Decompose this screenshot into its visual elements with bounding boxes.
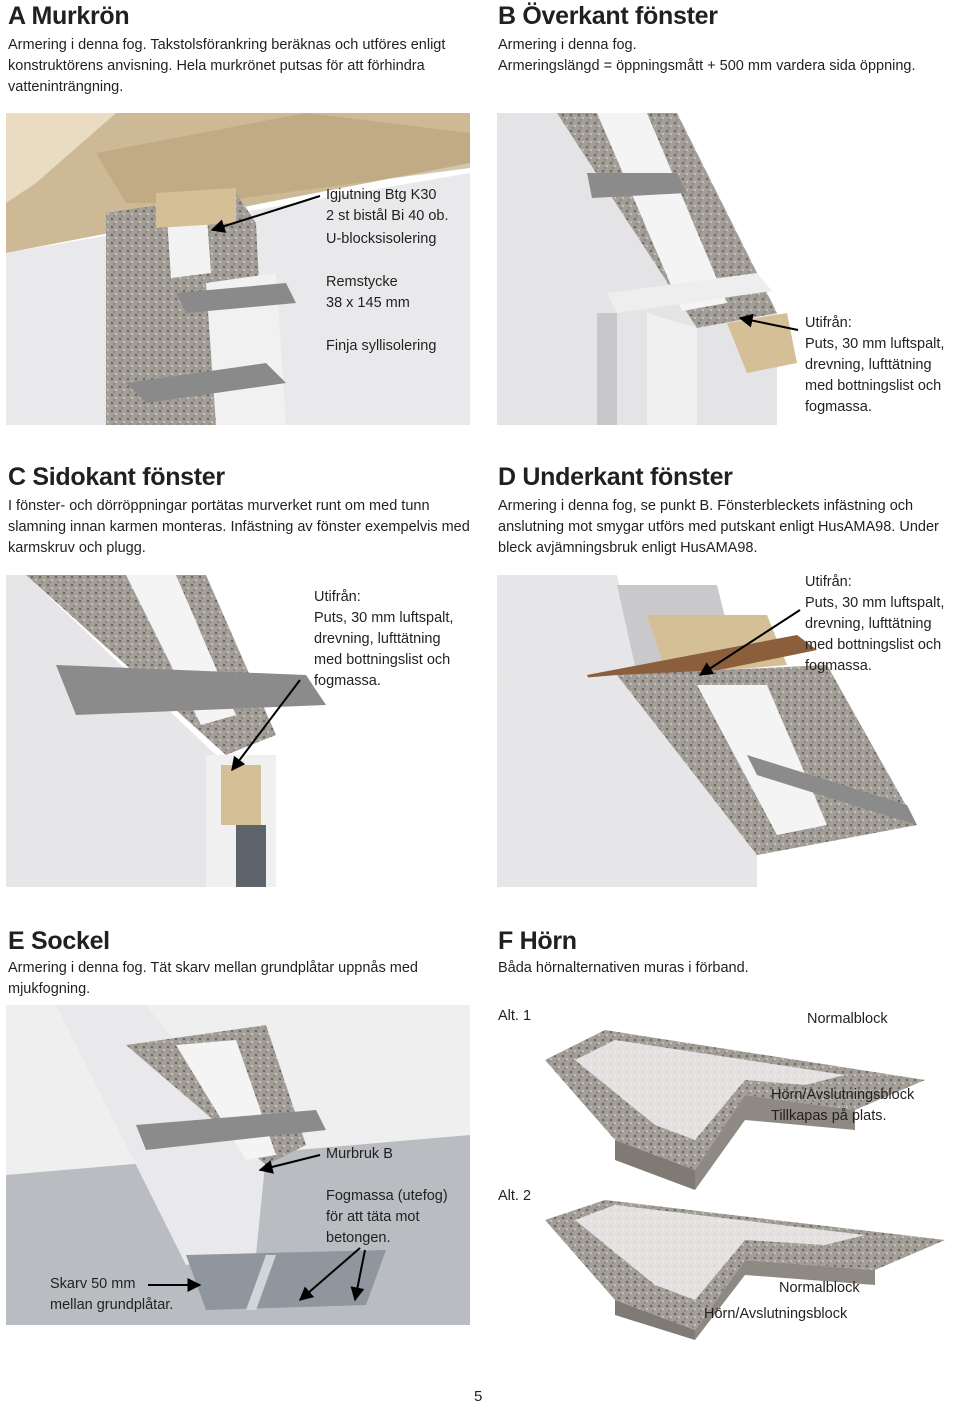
section-a-text: Armering i denna fog. Takstolsförankring…	[8, 37, 446, 95]
section-c-title: C Sidokant fönster	[8, 463, 225, 491]
label-murbruk-b: Murbruk B	[326, 1146, 393, 1162]
label-fogmassa-utefog: Fogmassa (utefog)	[326, 1188, 448, 1204]
label-fogmassa-betongen: betongen.	[326, 1230, 391, 1246]
label-d-drevning: drevning, lufttätning	[805, 616, 932, 632]
label-c-fogmassa: fogmassa.	[314, 673, 381, 689]
label-remstycke: Remstycke	[326, 274, 398, 290]
label-normalblock-2: Normalblock	[779, 1280, 860, 1296]
label-finja-syllisolering: Finja syllisolering	[326, 338, 437, 354]
label-b-puts: Puts, 30 mm luftspalt,	[805, 336, 945, 352]
section-f-title: F Hörn	[498, 927, 577, 955]
label-b-utifran: Utifrån:	[805, 315, 852, 331]
page-number: 5	[474, 1388, 483, 1405]
label-fogmassa-tata: för att täta mot	[326, 1209, 420, 1225]
label-horn-avslutningsblock-2: Hörn/Avslutningsblock	[704, 1306, 848, 1322]
label-normalblock-1: Normalblock	[807, 1011, 888, 1027]
label-d-fogmassa: fogmassa.	[805, 658, 872, 674]
label-b-drevning: drevning, lufttätning	[805, 357, 932, 373]
label-alt-2: Alt. 2	[498, 1188, 532, 1204]
section-b-title: B Överkant fönster	[498, 2, 718, 30]
horn-alt2-illustration	[545, 1200, 960, 1340]
overkant-illustration	[497, 113, 960, 425]
label-c-utifran: Utifrån:	[314, 589, 361, 605]
label-skarv-grundplatar: mellan grundplåtar.	[50, 1297, 174, 1313]
sockel-illustration	[6, 1005, 470, 1325]
section-d-text: Armering i denna fog, se punkt B. Fönste…	[498, 498, 939, 556]
label-c-bottningslist: med bottningslist och	[314, 652, 451, 668]
section-b-text-1: Armering i denna fog.	[498, 37, 637, 53]
sidokant-illustration	[6, 575, 470, 887]
label-bistal: 2 st bistål Bi 40 ob.	[326, 208, 449, 224]
section-c-text: I fönster- och dörröppningar portätas mu…	[8, 498, 470, 556]
label-alt-1: Alt. 1	[498, 1008, 532, 1024]
label-b-fogmassa: fogmassa.	[805, 399, 872, 415]
label-c-puts: Puts, 30 mm luftspalt,	[314, 610, 454, 626]
section-e-text: Armering i denna fog. Tät skarv mellan g…	[8, 960, 418, 997]
section-d-title: D Underkant fönster	[498, 463, 733, 491]
label-tillkapas: Tillkapas på plats.	[771, 1108, 887, 1124]
murkron-illustration	[6, 113, 470, 425]
section-a-title: A Murkrön	[8, 2, 130, 30]
label-d-utifran: Utifrån:	[805, 574, 852, 590]
label-d-bottningslist: med bottningslist och	[805, 637, 942, 653]
section-f-text: Båda hörnalternativen muras i förband.	[498, 960, 749, 976]
label-remstycke-size: 38 x 145 mm	[326, 295, 410, 311]
section-e-title: E Sockel	[8, 927, 110, 955]
label-b-bottningslist: med bottningslist och	[805, 378, 942, 394]
section-b-text-2: Armeringslängd = öppningsmått + 500 mm v…	[498, 58, 916, 74]
label-c-drevning: drevning, lufttätning	[314, 631, 441, 647]
label-igjutning: Igjutning Btg K30	[326, 187, 437, 203]
horn-alt1-illustration	[545, 1030, 960, 1190]
label-horn-avslutningsblock-1: Hörn/Avslutningsblock	[771, 1087, 915, 1103]
label-d-puts: Puts, 30 mm luftspalt,	[805, 595, 945, 611]
label-skarv: Skarv 50 mm	[50, 1276, 136, 1292]
label-u-blocksisolering: U-blocksisolering	[326, 231, 437, 247]
